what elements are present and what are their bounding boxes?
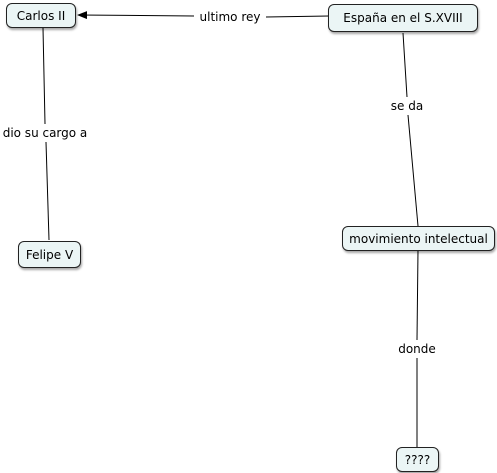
- concept-node-movimiento-intelectual[interactable]: movimiento intelectual: [342, 226, 495, 251]
- connector-ultimo-rey-to-carlos: [77, 11, 195, 20]
- concept-node-carlos-ii[interactable]: Carlos II: [6, 3, 76, 28]
- connector-carlos-to-dio-su-cargo: [42, 27, 46, 125]
- link-label-dio-su-cargo-a[interactable]: dio su cargo a: [0, 126, 90, 140]
- connector-movimiento-to-donde: [416, 249, 419, 341]
- connector-se-da-to-movimiento: [407, 114, 419, 227]
- concept-node-espana-siglo-xviii[interactable]: España en el S.XVIII: [328, 4, 478, 32]
- concept-node-unknown[interactable]: ????: [396, 447, 439, 472]
- connector-espana-to-ultimo-rey: [265, 15, 330, 18]
- link-label-se-da[interactable]: se da: [388, 99, 426, 113]
- connector-dio-su-cargo-to-felipe: [45, 141, 50, 241]
- link-label-ultimo-rey[interactable]: ultimo rey: [197, 10, 263, 24]
- concept-node-felipe-v[interactable]: Felipe V: [18, 241, 81, 268]
- link-label-donde[interactable]: donde: [396, 342, 438, 356]
- connector-espana-to-se-da: [402, 32, 408, 98]
